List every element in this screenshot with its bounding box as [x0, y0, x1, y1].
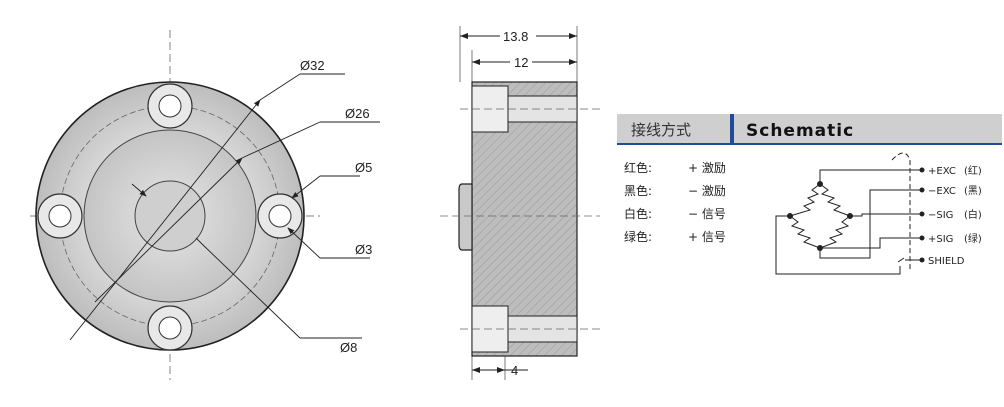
terminal-note: (绿)	[964, 232, 982, 245]
legend-desc: + 激励	[688, 161, 726, 175]
dim-d8: Ø8	[131, 183, 362, 355]
wire-legend: 红色: + 激励 黑色: − 激励 白色: − 信号 绿色: + 信号	[624, 160, 726, 244]
terminal-note: (黑)	[964, 185, 982, 197]
label-body-width: 12	[514, 55, 528, 70]
bridge-circuit	[775, 152, 920, 275]
side-view: 13.8 12 4	[440, 26, 600, 380]
legend-color: 红色:	[624, 160, 652, 175]
schematic-header-en: Schematic	[746, 121, 854, 141]
label-boss: 4	[511, 363, 518, 378]
label-d3: Ø3	[355, 242, 372, 257]
mounting-hole-top	[147, 83, 193, 129]
legend-color: 绿色:	[624, 229, 652, 244]
legend-color: 白色:	[624, 206, 652, 221]
center-boss	[134, 180, 206, 252]
front-view: Ø32 Ø26 Ø5 Ø3 Ø8	[30, 30, 380, 380]
terminal-label: +EXC	[928, 166, 956, 177]
schematic-panel: 接线方式 Schematic 红色: + 激励 黑色: − 激励 白色: − 信…	[617, 114, 1002, 275]
dim-d26: Ø26	[94, 106, 380, 303]
label-d32: Ø32	[300, 58, 325, 73]
legend-desc: + 信号	[688, 230, 726, 244]
legend-desc: − 信号	[688, 207, 726, 221]
dim-d32: Ø32	[69, 58, 345, 341]
label-d5: Ø5	[355, 160, 372, 175]
label-d8: Ø8	[340, 340, 357, 355]
side-boss	[458, 183, 473, 251]
mounting-hole-bottom	[147, 305, 193, 351]
terminal-label: −EXC	[928, 186, 956, 197]
schematic-header-cn: 接线方式	[631, 121, 691, 139]
terminal-label: +SIG	[928, 234, 953, 245]
label-total-width: 13.8	[503, 29, 528, 44]
terminal-note: (白)	[964, 208, 982, 221]
mounting-hole-left	[37, 193, 83, 239]
legend-desc: − 激励	[688, 184, 726, 198]
terminals: +EXC (红) −EXC (黑) −SIG (白) +SIG (绿) SHIE…	[919, 164, 982, 267]
terminal-label: −SIG	[928, 210, 953, 221]
mounting-hole-right	[257, 193, 303, 239]
terminal-label: SHIELD	[928, 256, 965, 267]
terminal-note: (红)	[964, 164, 982, 177]
label-d26: Ø26	[345, 106, 370, 121]
dim-d3: Ø3	[287, 227, 372, 259]
schematic-header-bar	[617, 114, 1002, 144]
legend-color: 黑色:	[624, 184, 652, 198]
dim-d5: Ø5	[291, 160, 372, 199]
